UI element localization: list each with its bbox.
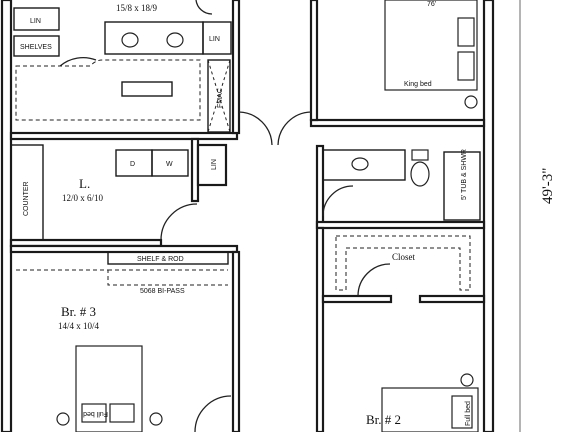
br3-name: Br. # 3: [61, 304, 96, 319]
master-bath: LIN SHELVES 15/8 x 18/9 LIN FMAC: [13, 0, 232, 133]
br2-nightstand: [460, 373, 474, 387]
toilet-tank: [411, 149, 429, 161]
shelves-label: SHELVES: [20, 44, 52, 51]
dimension-overall: 49'-3": [519, 0, 556, 432]
master-bath-door-swing: [59, 56, 97, 67]
king-bed-pillow-top: [457, 17, 475, 47]
master-bedroom: King bed 76': [384, 0, 478, 109]
br3-right-wall: [231, 250, 241, 432]
shelf-rod: [107, 251, 229, 265]
dryer-label: D: [130, 161, 135, 168]
master-bath-right-wall: [231, 0, 241, 135]
br2-closet: Closet: [335, 235, 471, 297]
bedroom-2: Full bed Br. # 2: [366, 373, 479, 432]
hall-door-swing-right: [277, 111, 312, 146]
hall-bath: 5' TUB & SHWR: [322, 149, 481, 221]
overall-depth-label: 49'-3": [540, 168, 556, 204]
sink-right: [166, 32, 184, 48]
right-exterior-wall: [482, 0, 495, 432]
top-door-swing: [195, 0, 213, 15]
fmac-closet: [207, 59, 231, 133]
king-bed-pillow-bottom: [457, 51, 475, 81]
br2-top-wall: [321, 294, 393, 304]
counter-label: COUNTER: [23, 181, 30, 216]
hall-linen-closet: [196, 143, 228, 187]
br3-size: 14/4 x 10/4: [58, 321, 100, 331]
br3-top-wall: [9, 244, 239, 254]
closet-label: Closet: [392, 252, 416, 262]
lin-right-label: LIN: [209, 36, 220, 43]
br3-nightstand-right: [149, 412, 163, 426]
br3-nightstand-left: [56, 412, 70, 426]
sink-left: [121, 32, 139, 48]
laundry: COUNTER D W L. 12/0 x 6/10 LIN: [10, 144, 218, 241]
lin-hall-label: LIN: [211, 159, 218, 170]
br2-top-wall-right: [418, 294, 486, 304]
dim-76-label: 76': [427, 1, 436, 8]
hall-bath-vanity: [322, 149, 406, 181]
laundry-name: L.: [79, 176, 90, 191]
closet-door-swing: [357, 263, 391, 297]
hall-bath-left-wall: [315, 144, 325, 228]
tub-shower-label: 5' TUB & SHWR: [461, 149, 468, 200]
br2-left-wall: [315, 226, 325, 432]
master-bath-bottom-wall: [9, 131, 239, 141]
tub-shower: [443, 151, 481, 221]
counter: [10, 144, 44, 241]
br2-name: Br. # 2: [366, 412, 401, 427]
master-bedroom-bottom-wall: [309, 118, 486, 128]
toilet-bowl: [410, 161, 430, 187]
king-bed-label: King bed: [404, 81, 432, 88]
br2-bed-pillow: [451, 395, 473, 429]
laundry-size: 12/0 x 6/10: [62, 193, 104, 203]
br3-door-swing: [194, 395, 232, 432]
br3-bed-pillow-right: [109, 403, 135, 423]
bedroom-3: SHELF & ROD 5068 BI-PASS Br. # 3 14/4 x …: [16, 251, 232, 432]
left-exterior-wall: [0, 0, 13, 432]
br3-bed-pillow-left: [81, 403, 107, 423]
bath-door-swing: [322, 185, 354, 217]
hall-bath-bottom-wall: [315, 220, 486, 230]
lin-top-label: LIN: [30, 18, 41, 25]
tub: [121, 81, 173, 97]
fmac-label: FMAC: [217, 88, 224, 108]
washer: [151, 149, 189, 177]
master-bath-size: 15/8 x 18/9: [116, 3, 158, 13]
lin-top-closet: [13, 7, 60, 31]
vanity-counter: [104, 21, 204, 55]
br3-bed-label: Full bed: [83, 410, 108, 417]
hall-door-swing-left: [238, 111, 273, 146]
closet-shelf: [335, 235, 471, 291]
walls: [0, 0, 495, 432]
br2-bed-label: Full bed: [465, 401, 472, 426]
shelf-rod-label: SHELF & ROD: [137, 256, 184, 263]
hall-bath-sink: [351, 157, 369, 171]
bipass-label: 5068 BI-PASS: [140, 288, 185, 295]
washer-label: W: [166, 161, 173, 168]
lin-right-closet: [202, 21, 232, 55]
laundry-door-swing: [160, 203, 198, 241]
nightstand-lamp: [464, 95, 478, 109]
bipass-line: [16, 269, 228, 286]
master-bedroom-left-wall: [309, 0, 319, 122]
hall-doors: [238, 111, 354, 217]
shelves-closet: [13, 35, 60, 57]
